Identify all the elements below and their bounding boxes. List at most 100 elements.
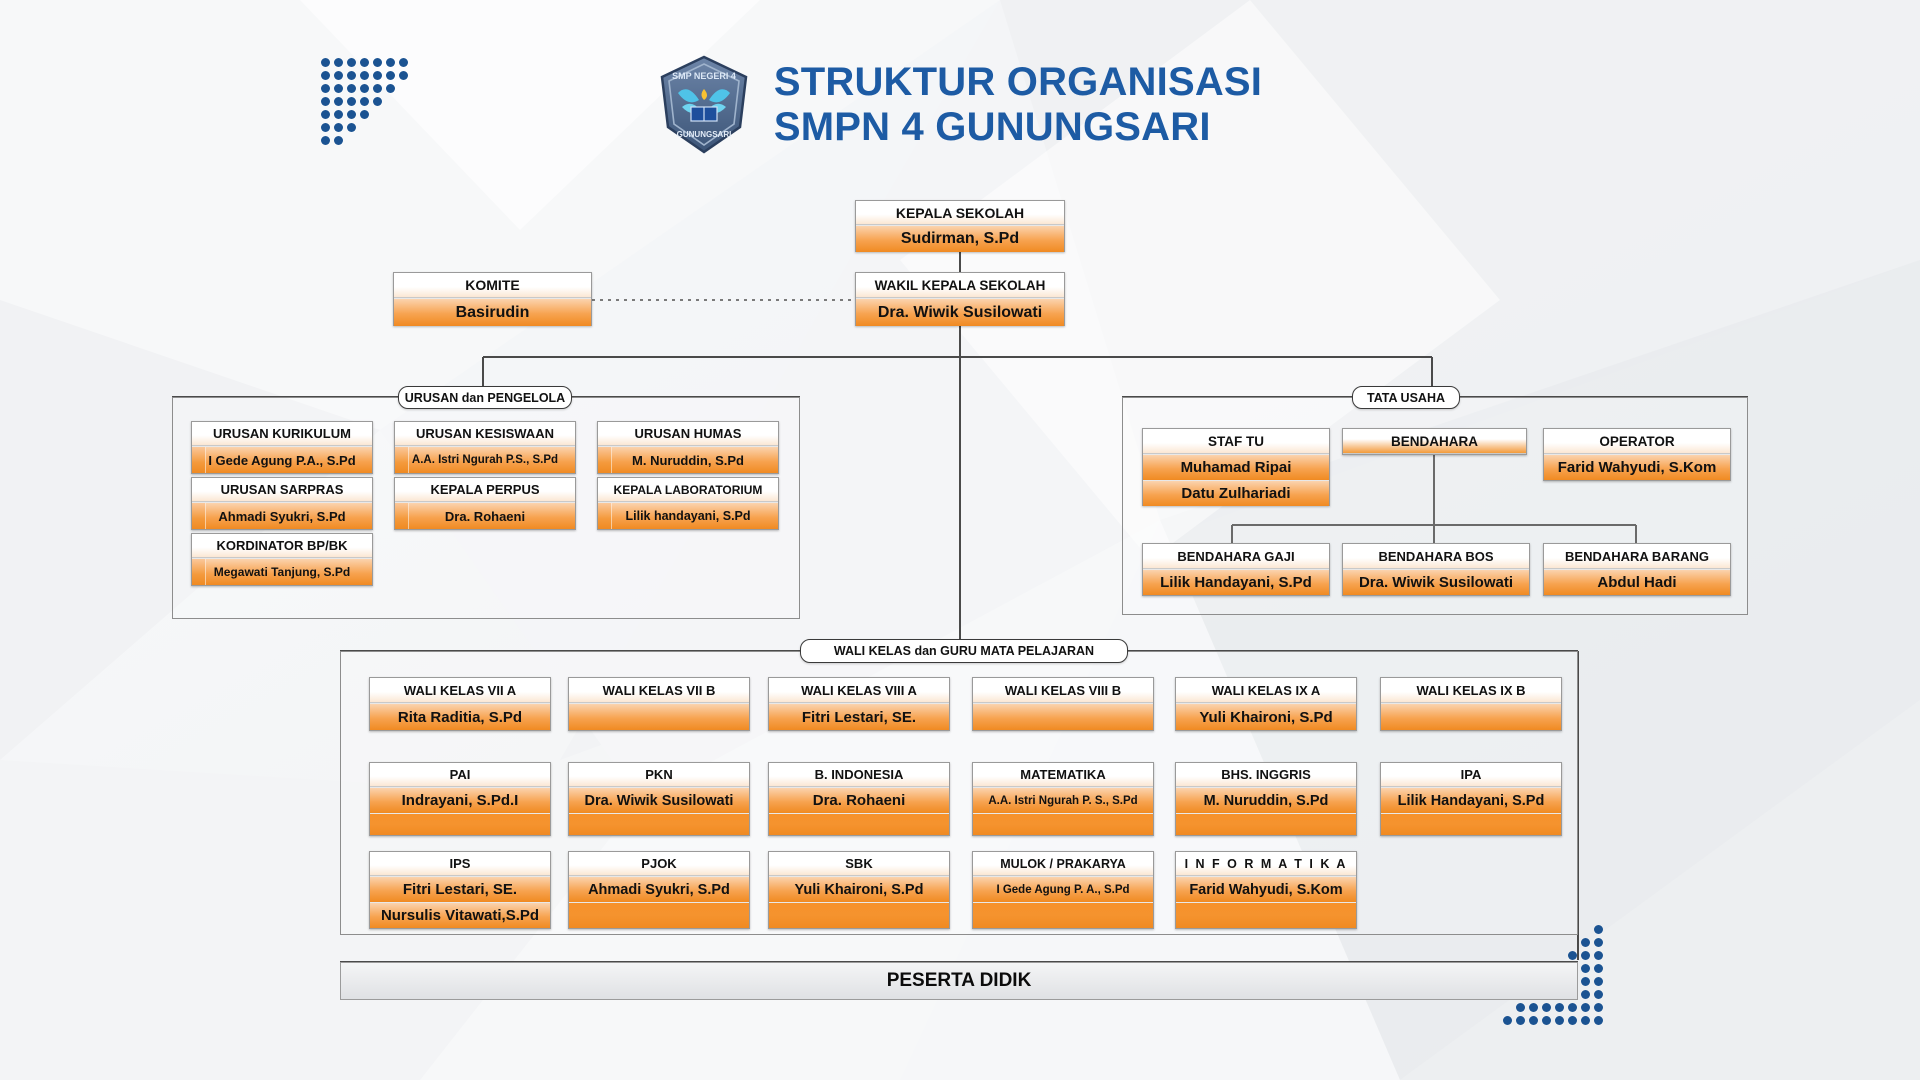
node-wakil-kepala-sekolah[interactable]: WAKIL KEPALA SEKOLAH Dra. Wiwik Susilowa… <box>855 272 1065 326</box>
node-title: IPA <box>1381 763 1561 787</box>
node-title: URUSAN HUMAS <box>598 422 778 446</box>
peserta-didik-bar[interactable]: PESERTA DIDIK <box>340 962 1578 1000</box>
logo-top-text: SMP NEGERI 4 <box>672 71 736 81</box>
node-title: PKN <box>569 763 749 787</box>
node-title: KEPALA LABORATORIUM <box>598 478 778 502</box>
node-title: WALI KELAS VII B <box>569 678 749 703</box>
node-name: I Gede Agung P. A., S.Pd <box>973 876 1153 902</box>
node-staf-tu[interactable]: STAF TU Muhamad Ripai Datu Zulhariadi <box>1142 428 1330 506</box>
peserta-didik-label: PESERTA DIDIK <box>886 970 1032 991</box>
node-name: Yuli Khaironi, S.Pd <box>1176 703 1356 730</box>
page-title: STRUKTUR ORGANISASI SMPN 4 GUNUNGSARI <box>774 60 1262 150</box>
node-name-1: Muhamad Ripai <box>1143 454 1329 480</box>
node-title: KEPALA PERPUS <box>395 478 575 502</box>
node-title: KEPALA SEKOLAH <box>856 201 1064 225</box>
node-wali-kelas-6[interactable]: WALI KELAS IX B <box>1380 677 1562 731</box>
title-line-2: SMPN 4 GUNUNGSARI <box>773 105 1211 149</box>
title-line-1: STRUKTUR ORGANISASI <box>773 60 1263 105</box>
node-title: URUSAN SARPRAS <box>192 478 372 502</box>
node-filler-bar <box>769 813 949 835</box>
node-name: Indrayani, S.Pd.I <box>370 787 550 813</box>
tata-usaha-group-label: TATA USAHA <box>1352 386 1460 409</box>
node-name: Megawati Tanjung, S.Pd <box>192 558 372 585</box>
node-title: WALI KELAS VII A <box>370 678 550 703</box>
node-name: Dra. Rohaeni <box>769 787 949 813</box>
node-name: Sudirman, S.Pd <box>856 225 1064 252</box>
node-title: PAI <box>370 763 550 787</box>
node-name: Farid Wahyudi, S.Kom <box>1176 876 1356 902</box>
node-name: Abdul Hadi <box>1544 569 1730 595</box>
node-title: BENDAHARA <box>1343 429 1526 454</box>
school-logo: SMP NEGERI 4 GUNUNGSARI <box>658 55 750 155</box>
node-filler-bar <box>1381 813 1561 835</box>
node-title: I N F O R M A T I K A <box>1176 852 1356 876</box>
node-title: BENDAHARA BOS <box>1343 544 1529 569</box>
node-title: MULOK / PRAKARYA <box>973 852 1153 876</box>
node-title: BHS. INGGRIS <box>1176 763 1356 787</box>
wali-kelas-group-label: WALI KELAS dan GURU MATA PELAJARAN <box>800 639 1128 663</box>
node-name: Dra. Rohaeni <box>395 502 575 529</box>
node-name: A.A. Istri Ngurah P. S., S.Pd <box>973 787 1153 813</box>
node-name: Basirudin <box>394 298 591 326</box>
node-name <box>1381 703 1561 730</box>
node-kepala-sekolah[interactable]: KEPALA SEKOLAH Sudirman, S.Pd <box>855 200 1065 252</box>
node-title: WALI KELAS IX B <box>1381 678 1561 703</box>
node-name: Dra. Wiwik Susilowati <box>856 298 1064 326</box>
tata-usaha-group-label-text: TATA USAHA <box>1367 390 1445 405</box>
node-wali-kelas-2[interactable]: WALI KELAS VII B <box>568 677 750 731</box>
node-operator[interactable]: OPERATOR Farid Wahyudi, S.Kom <box>1543 428 1731 481</box>
node-name: M. Nuruddin, S.Pd <box>1176 787 1356 813</box>
node-name <box>973 703 1153 730</box>
node-filler-bar <box>973 813 1153 835</box>
node-filler-bar <box>569 813 749 835</box>
node-name: Yuli Khaironi, S.Pd <box>769 876 949 902</box>
node-bendahara[interactable]: BENDAHARA <box>1342 428 1527 455</box>
node-name: Fitri Lestari, SE. <box>769 703 949 730</box>
node-name: A.A. Istri Ngurah P.S., S.Pd <box>395 446 575 473</box>
node-name: Rita Raditia, S.Pd <box>370 703 550 730</box>
urusan-group-label-text: URUSAN dan PENGELOLA <box>404 390 566 405</box>
node-filler-bar <box>370 813 550 835</box>
node-name-2: Nursulis Vitawati,S.Pd <box>370 902 550 928</box>
node-title: URUSAN KESISWAAN <box>395 422 575 446</box>
node-title: SBK <box>769 852 949 876</box>
node-komite[interactable]: KOMITE Basirudin <box>393 272 592 326</box>
wali-kelas-group-label-text: WALI KELAS dan GURU MATA PELAJARAN <box>833 644 1095 658</box>
node-name: M. Nuruddin, S.Pd <box>598 446 778 473</box>
node-name: Lilik Handayani, S.Pd <box>1381 787 1561 813</box>
logo-bottom-text: GUNUNGSARI <box>677 130 732 139</box>
node-title: WALI KELAS VIII B <box>973 678 1153 703</box>
urusan-group-label: URUSAN dan PENGELOLA <box>398 386 572 409</box>
node-name: Ahmadi Syukri, S.Pd <box>192 502 372 529</box>
node-name: I Gede Agung P.A., S.Pd <box>192 446 372 473</box>
node-title: BENDAHARA GAJI <box>1143 544 1329 569</box>
node-wali-kelas-4[interactable]: WALI KELAS VIII B <box>972 677 1154 731</box>
node-filler-bar <box>1176 813 1356 835</box>
page-header: SMP NEGERI 4 GUNUNGSARI STRUKTUR ORGANIS… <box>0 50 1920 160</box>
node-name: Lilik handayani, S.Pd <box>598 502 778 529</box>
